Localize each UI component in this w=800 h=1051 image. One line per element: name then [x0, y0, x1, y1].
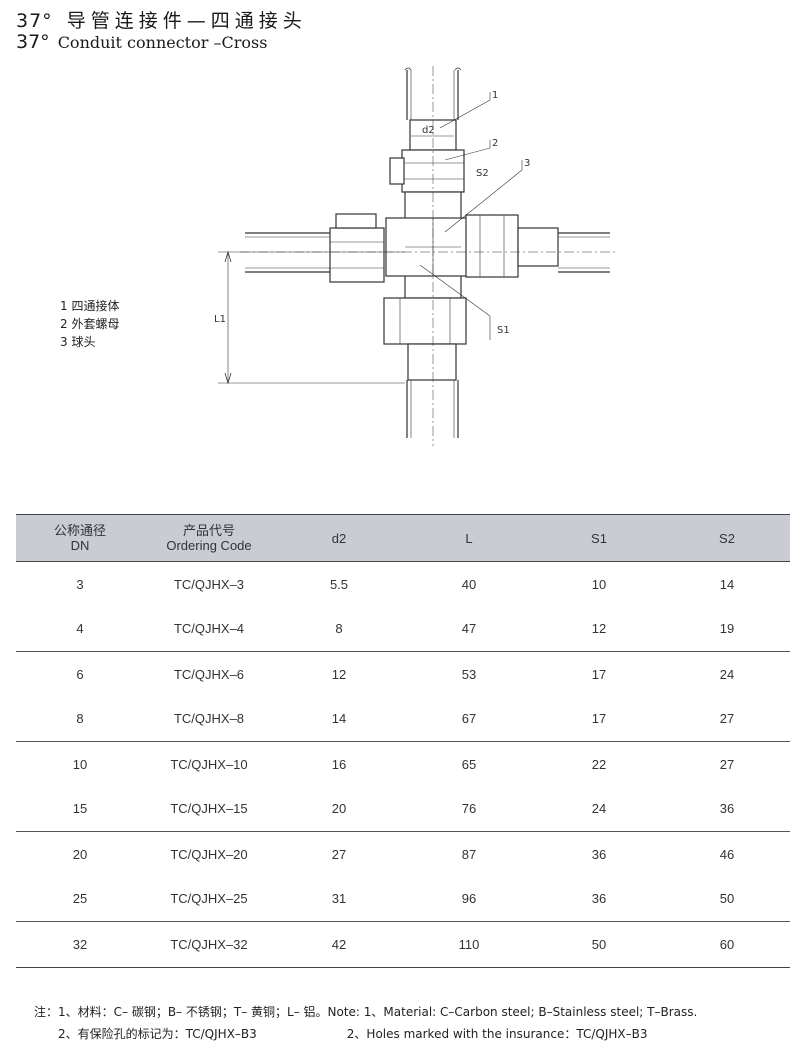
title-english-text: Conduit connector –Cross — [57, 33, 268, 52]
cell-s1: 22 — [534, 741, 664, 787]
cell-d2: 8 — [335, 621, 343, 637]
table-row: 4 TC/QJHX–4 8 47 12 19 — [16, 607, 790, 652]
cell-dn: 6 — [16, 651, 144, 697]
header-d2: d2 — [274, 514, 404, 562]
cell-l: 47 — [461, 621, 477, 637]
header-cn: 公称通径 — [53, 523, 106, 538]
degree-label: 37° — [16, 10, 53, 32]
cell-s2: 14 — [719, 576, 735, 592]
cell-code: TC/QJHX–8 — [173, 711, 245, 727]
cell-s1: 17 — [534, 651, 664, 697]
cell-s2: 24 — [664, 651, 790, 697]
callout-2: 2 — [492, 138, 498, 149]
cell-dn: 15 — [72, 801, 88, 817]
cell-code: TC/QJHX–6 — [144, 651, 274, 697]
legend-item: 3 球头 — [60, 335, 96, 349]
cross-connector-drawing: d2 S2 S1 L1 1 2 3 — [214, 66, 615, 446]
cell-d2: 42 — [274, 921, 404, 968]
cell-l: 76 — [461, 801, 477, 817]
cell-code: TC/QJHX–32 — [144, 921, 274, 968]
cell-s1: 36 — [591, 891, 607, 907]
note-insurance-cn: 2、有保险孔的标记为：TC/QJHX–B3 — [58, 1027, 257, 1041]
cell-s1: 24 — [591, 801, 607, 817]
cell-l: 110 — [404, 921, 534, 968]
cell-s2: 50 — [719, 891, 735, 907]
title-chinese: 37° 导管连接件—四通接头 — [16, 6, 307, 33]
cell-s1: 12 — [591, 621, 607, 637]
cell-d2: 27 — [274, 831, 404, 877]
cell-s2: 27 — [664, 741, 790, 787]
cell-s1: 50 — [534, 921, 664, 968]
header-cn: 产品代号 — [182, 523, 235, 538]
cell-l: 40 — [461, 576, 477, 592]
d2-dimension-label: d2 — [422, 125, 435, 136]
cell-l: 53 — [404, 651, 534, 697]
cell-dn: 20 — [16, 831, 144, 877]
cell-dn: 25 — [72, 891, 88, 907]
note-material: 注：1、材料：C– 碳钢；B– 不锈钢；T– 黄铜；L– 铝。Note: 1、M… — [34, 1005, 698, 1019]
legend-item: 2 外套螺母 — [60, 317, 120, 331]
cell-dn: 10 — [16, 741, 144, 787]
title-english: 37° Conduit connector –Cross — [16, 31, 267, 53]
title-chinese-text: 导管连接件—四通接头 — [66, 10, 307, 32]
note-insurance: 2、有保险孔的标记为：TC/QJHX–B3 2、Holes marked with… — [34, 1025, 647, 1042]
cell-l: 87 — [404, 831, 534, 877]
parts-legend: 1 四通接体 2 外套螺母 3 球头 — [60, 297, 119, 351]
legend-item: 1 四通接体 — [60, 299, 120, 313]
cell-code: TC/QJHX–25 — [170, 891, 248, 907]
s1-dimension-label: S1 — [497, 325, 510, 336]
table-row: 15 TC/QJHX–15 20 76 24 36 — [16, 787, 790, 832]
callout-1: 1 — [492, 90, 498, 101]
cell-l: 67 — [461, 711, 477, 727]
header-l: L — [404, 514, 534, 562]
cell-dn: 3 — [76, 576, 84, 592]
cell-s2: 27 — [719, 711, 735, 727]
cell-dn: 8 — [76, 711, 84, 727]
cell-code: TC/QJHX–20 — [144, 831, 274, 877]
cell-l: 96 — [461, 891, 477, 907]
cell-d2: 5.5 — [329, 576, 349, 592]
cell-d2: 31 — [331, 891, 347, 907]
cell-d2: 20 — [331, 801, 347, 817]
cell-code: TC/QJHX–4 — [173, 621, 245, 637]
cell-d2: 14 — [331, 711, 347, 727]
cell-l: 65 — [404, 741, 534, 787]
cell-code: TC/QJHX–3 — [173, 576, 245, 592]
cell-s2: 19 — [719, 621, 735, 637]
header-s2: S2 — [664, 514, 790, 562]
cell-s1: 17 — [591, 711, 607, 727]
table-row: 25 TC/QJHX–25 31 96 36 50 — [16, 877, 790, 922]
cell-s2: 36 — [719, 801, 735, 817]
cell-s1: 10 — [591, 576, 607, 592]
cell-code: TC/QJHX–10 — [144, 741, 274, 787]
callout-3: 3 — [524, 158, 530, 169]
cell-s2: 60 — [664, 921, 790, 968]
cell-dn: 32 — [16, 921, 144, 968]
header-s1: S1 — [534, 514, 664, 562]
cell-d2: 16 — [274, 741, 404, 787]
l1-dimension-label: L1 — [214, 314, 226, 325]
cell-dn: 4 — [76, 621, 84, 637]
cell-d2: 12 — [274, 651, 404, 697]
cell-code: TC/QJHX–15 — [170, 801, 248, 817]
header-en: DN — [70, 538, 90, 553]
degree-label-en: 37° — [16, 31, 50, 53]
s2-dimension-label: S2 — [476, 168, 489, 179]
table-row: 8 TC/QJHX–8 14 67 17 27 — [16, 697, 790, 742]
cell-s1: 36 — [534, 831, 664, 877]
table-row: 3 TC/QJHX–3 5.5 40 10 14 — [16, 562, 790, 607]
cell-s2: 46 — [664, 831, 790, 877]
note-insurance-en: 2、Holes marked with the insurance：TC/QJH… — [346, 1027, 648, 1041]
header-en: Ordering Code — [166, 538, 252, 553]
